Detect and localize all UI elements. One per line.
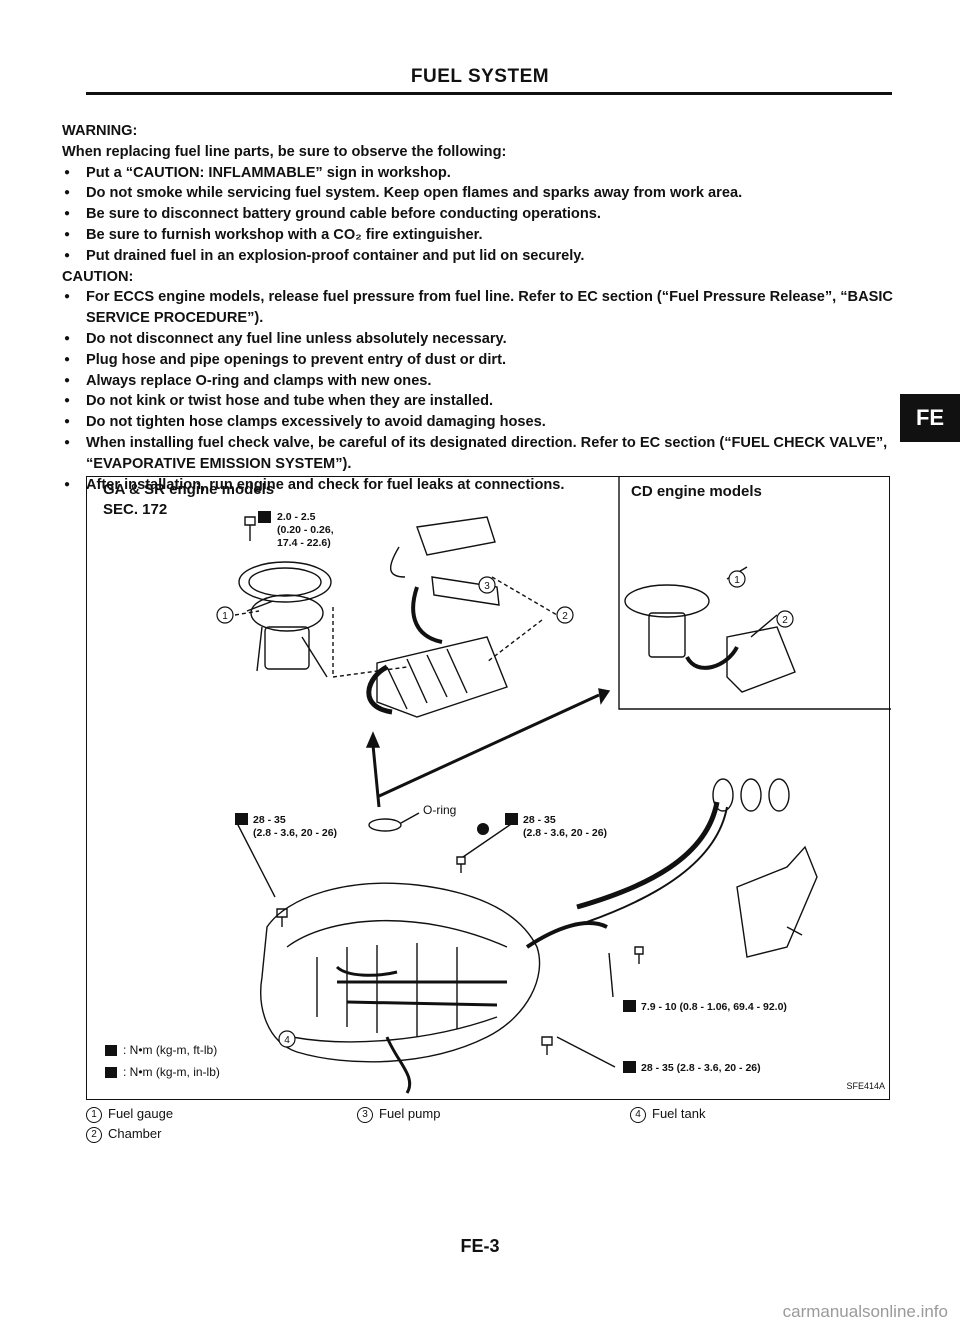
caution-heading: CAUTION: <box>62 268 134 285</box>
warning-intro: When replacing fuel line parts, be sure … <box>62 143 507 160</box>
page-title: FUEL SYSTEM <box>410 66 550 87</box>
legend-nm: : N•m (kg-m, ft-lb) <box>105 1043 217 1057</box>
torque-wrench-icon <box>235 813 248 825</box>
callout-3 <box>478 576 496 594</box>
callout-number: 2 <box>782 615 788 626</box>
torque-wrench-icon <box>105 1045 117 1057</box>
caution-item: Do not kink or twist hose and tube when … <box>62 391 902 412</box>
callout-number: 4 <box>284 1035 290 1046</box>
torque-wrench-icon <box>623 1000 636 1012</box>
warning-item: Do not smoke while servicing fuel system… <box>62 183 902 204</box>
callout-number: 1 <box>734 575 740 586</box>
replace-part-icon <box>477 823 489 835</box>
caution-item: Plug hose and pipe openings to prevent e… <box>62 350 902 371</box>
caution-item: Always replace O-ring and clamps with ne… <box>62 371 902 392</box>
figure-code: SFE414A <box>846 1081 885 1091</box>
caution-item: For ECCS engine models, release fuel pre… <box>62 287 902 329</box>
section-tab[interactable]: FE <box>900 394 960 442</box>
warning-item: Put a “CAUTION: INFLAMMABLE” sign in wor… <box>62 163 902 184</box>
torque-wrench-icon <box>623 1061 636 1073</box>
torque-spec-top: 2.0 - 2.5 (0.20 - 0.26, 17.4 - 22.6) <box>277 511 334 549</box>
callout-2-left <box>556 606 574 624</box>
warning-list: Put a “CAUTION: INFLAMMABLE” sign in wor… <box>62 163 902 267</box>
warning-item: Put drained fuel in an explosion-proof c… <box>62 246 902 267</box>
callout-2-right <box>776 610 794 628</box>
fuel-system-figure: 1 3 2 1 2 4 GA & SR engine models SEC. 1… <box>86 476 891 1100</box>
torque-spec-middle: 28 - 35 (2.8 - 3.6, 20 - 26) <box>523 814 608 839</box>
torque-spec-filler: 7.9 - 10 (0.8 - 1.06, 69.4 - 92.0) <box>641 1001 787 1013</box>
torque-wrench-icon <box>105 1067 117 1079</box>
instructions-block: WARNING: When replacing fuel line parts,… <box>62 121 902 495</box>
watermark: carmanualsonline.info <box>782 1302 948 1321</box>
torque-spec-left: 28 - 35 (2.8 - 3.6, 20 - 26) <box>253 814 338 839</box>
ga-sr-title: GA & SR engine models <box>103 481 275 498</box>
callout-1-right <box>728 570 746 588</box>
callout-4 <box>278 1030 296 1048</box>
torque-wrench-icon <box>258 511 271 523</box>
warning-item: Be sure to furnish workshop with a CO₂ f… <box>62 225 902 246</box>
warning-heading: WARNING: <box>62 123 138 139</box>
fuel-system-drawing: 1 3 2 1 2 4 <box>216 477 891 1094</box>
legend-inlb: : N•m (kg-m, in-lb) <box>105 1065 220 1079</box>
caution-item: After installation, run engine and check… <box>62 475 902 496</box>
warning-item: Be sure to disconnect battery ground cab… <box>62 204 902 225</box>
callout-number: 3 <box>484 581 490 592</box>
torque-wrench-icon <box>505 813 518 825</box>
section-reference: SEC. 172 <box>103 501 168 518</box>
torque-spec-bottom: 28 - 35 (2.8 - 3.6, 20 - 26) <box>641 1062 761 1074</box>
caution-item: Do not tighten hose clamps excessively t… <box>62 412 902 433</box>
oring-label: O-ring <box>423 803 457 817</box>
callout-number: 1 <box>222 611 228 622</box>
callout-number: 2 <box>562 611 568 622</box>
title-rule <box>86 92 892 95</box>
callout-1-left <box>216 606 234 624</box>
caution-item: Do not disconnect any fuel line unless a… <box>62 329 902 350</box>
caution-list: For ECCS engine models, release fuel pre… <box>62 287 902 495</box>
caution-item: When installing fuel check valve, be car… <box>62 433 902 475</box>
page-number: FE-3 <box>460 1236 500 1256</box>
cd-title: CD engine models <box>631 483 762 500</box>
